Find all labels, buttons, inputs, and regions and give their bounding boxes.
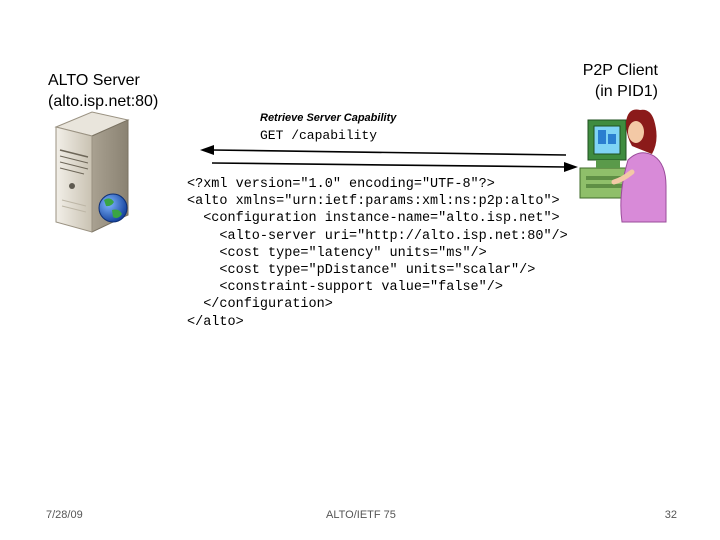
p2p-client-label: P2P Client (in PID1) [582,62,658,100]
request-title: Retrieve Server Capability [260,112,397,124]
xml-line: <constraint-support value="false"/> [187,280,503,296]
footer-title: ALTO/IETF 75 [326,509,396,521]
xml-line: <cost type="pDistance" units="scalar"/> [187,263,536,279]
globe-icon [98,193,128,223]
xml-line: </alto> [187,314,244,330]
xml-line: <cost type="latency" units="ms"/> [187,245,487,261]
alto-server-label: ALTO Server (alto.isp.net:80) [48,72,159,110]
response-arrow [211,162,578,172]
page-number: 32 [664,509,677,521]
xml-line: <alto xmlns="urn:ietf:params:xml:ns:p2p:… [187,194,560,210]
xml-line: </configuration> [187,297,333,313]
person-at-computer-icon [579,109,667,223]
xml-response: <?xml version="1.0" encoding="UTF-8"?> <… [187,176,568,331]
footer-date: 7/28/09 [46,509,83,521]
xml-line: <configuration instance-name="alto.isp.n… [187,211,560,227]
xml-line: <alto-server uri="http://alto.isp.net:80… [187,228,568,244]
request-arrow [200,145,567,156]
request-line: GET /capability [260,128,378,143]
xml-line: <?xml version="1.0" encoding="UTF-8"?> [187,177,495,192]
